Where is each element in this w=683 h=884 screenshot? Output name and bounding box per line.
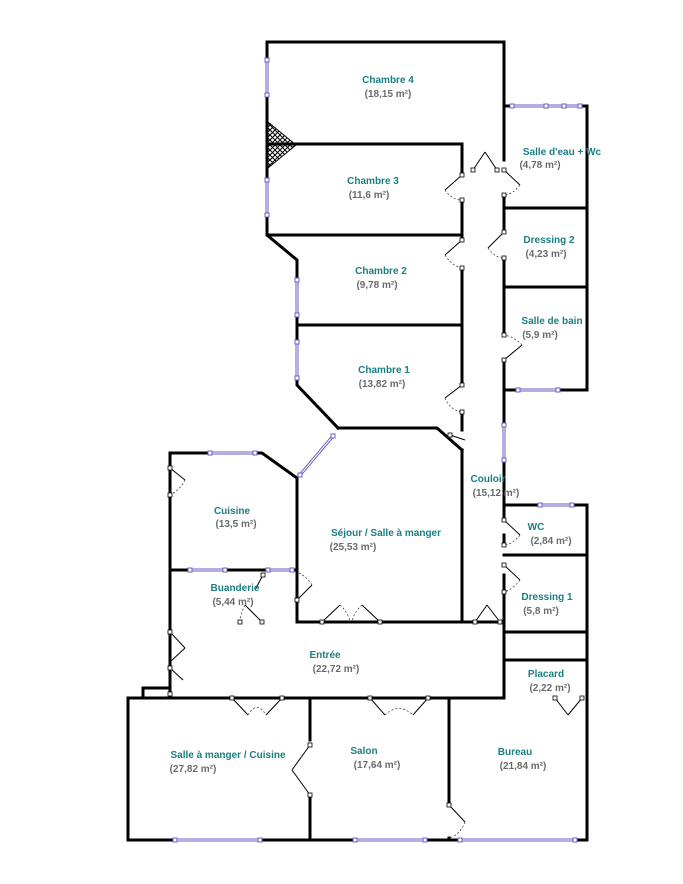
room-name-sejour: Séjour / Salle à manger xyxy=(331,528,441,539)
room-name-wc: WC xyxy=(528,522,545,533)
room-name-chambre-1: Chambre 1 xyxy=(358,365,410,376)
room-area-salon: (17,64 m²) xyxy=(354,760,401,771)
windows xyxy=(172,57,583,843)
room-area-cuisine: (13,5 m²) xyxy=(215,519,256,530)
room-area-salle-d-eau-wc: (4,78 m²) xyxy=(519,160,560,171)
room-name-chambre-2: Chambre 2 xyxy=(355,266,407,277)
room-area-entree: (22,72 m²) xyxy=(313,664,360,675)
room-name-salle-de-bain: Salle de bain xyxy=(521,316,582,327)
room-name-dressing-1: Dressing 1 xyxy=(521,592,573,603)
walls xyxy=(126,40,589,842)
room-area-dressing-1: (5,8 m²) xyxy=(523,606,559,617)
room-area-chambre-1: (13,82 m²) xyxy=(359,379,406,390)
room-name-bureau: Bureau xyxy=(498,747,532,758)
room-name-buanderie: Buanderie xyxy=(211,583,260,594)
room-name-cuisine: Cuisine xyxy=(214,506,251,517)
room-area-salle-a-manger-cuisine: (27,82 m²) xyxy=(170,764,217,775)
room-area-placard: (2,22 m²) xyxy=(529,683,570,694)
room-name-salon: Salon xyxy=(350,746,377,757)
room-area-salle-de-bain: (5,9 m²) xyxy=(522,330,558,341)
room-area-bureau: (21,84 m²) xyxy=(500,761,547,772)
room-area-buanderie: (5,44 m²) xyxy=(212,597,253,608)
room-name-chambre-4: Chambre 4 xyxy=(362,75,414,86)
room-area-chambre-2: (9,78 m²) xyxy=(356,280,397,291)
room-name-chambre-3: Chambre 3 xyxy=(347,176,399,187)
room-name-dressing-2: Dressing 2 xyxy=(523,235,575,246)
room-labels: Chambre 4 (18,15 m²) Salle d'eau + Wc (4… xyxy=(170,75,602,775)
room-name-entree: Entrée xyxy=(309,650,341,661)
duct-hatch xyxy=(267,120,297,170)
room-name-couloir: Couloir xyxy=(471,474,506,485)
room-name-salle-a-manger-cuisine: Salle à manger / Cuisine xyxy=(170,750,285,761)
room-area-dressing-2: (4,23 m²) xyxy=(525,249,566,260)
room-name-placard: Placard xyxy=(528,669,564,680)
room-area-chambre-3: (11,6 m²) xyxy=(349,190,390,201)
room-area-chambre-4: (18,15 m²) xyxy=(365,89,412,100)
doors xyxy=(167,151,585,839)
room-area-sejour: (25,53 m²) xyxy=(330,542,377,553)
room-area-wc: (2,84 m²) xyxy=(530,536,571,547)
room-name-salle-d-eau-wc: Salle d'eau + Wc xyxy=(523,147,602,158)
room-area-couloir: (15,12 m²) xyxy=(473,488,520,499)
